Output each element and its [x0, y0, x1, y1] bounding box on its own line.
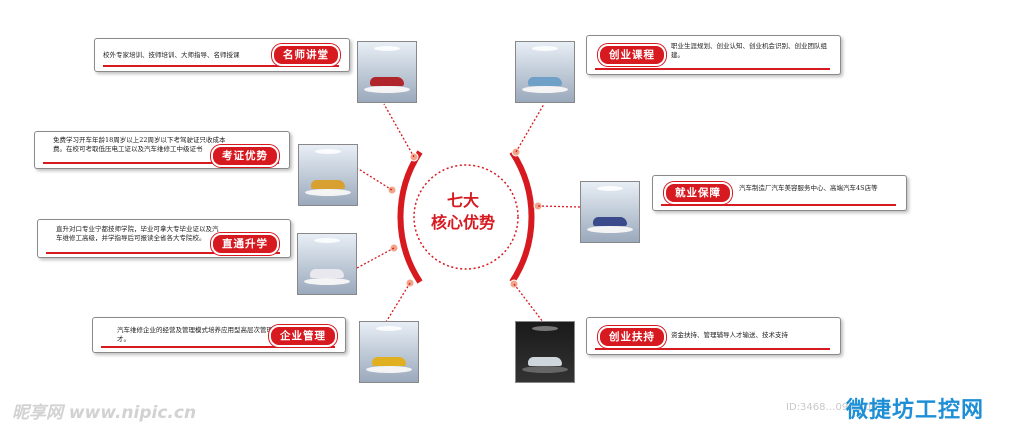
- label-zhitong: 直通升学: [211, 233, 279, 255]
- car-5: [528, 77, 562, 86]
- label-mingshi: 名师讲堂: [272, 44, 340, 66]
- left-red-arc: [397, 150, 423, 284]
- center-title-line2: 核心优势: [430, 213, 495, 232]
- label-kaozheng: 考证优势: [211, 145, 279, 167]
- watermark-right: 微捷坊工控网: [846, 398, 985, 423]
- photo-chuangye-kecheng: [515, 41, 575, 103]
- right-red-arc: [509, 150, 535, 284]
- car-2: [311, 180, 345, 189]
- label-chuangye-fuchi: 创业扶持: [598, 326, 666, 348]
- photo-qiye: [359, 321, 419, 383]
- photo-kaozheng: [298, 144, 358, 206]
- card-chuangye-kecheng-text: 职业生涯规划、创业认知、创业机会识别、创业团队组建。: [671, 42, 827, 59]
- watermark-left: 昵享网 www.nipic.cn: [12, 403, 197, 423]
- card-chuangye-fuchi-text: 资金扶持、管理辅导人才输送、技术支持: [671, 331, 788, 339]
- photo-chuangye-fuchi: [515, 321, 575, 383]
- label-chuangye-kecheng: 创业课程: [598, 44, 666, 66]
- card-mingshi-text: 校外专家培训、技师培训、大师指导、名师授课: [103, 51, 240, 59]
- car-1: [370, 77, 404, 86]
- card-zhitong-text: 直升对口专业宁都技师学院，毕业可拿大专毕业证以及汽车维修工高级，并学指导后可报读…: [56, 225, 219, 242]
- label-qiye: 企业管理: [269, 325, 337, 347]
- watermark-id: ID:3468…095…04: [786, 402, 878, 413]
- car-6: [593, 217, 627, 226]
- photo-zhitong: [297, 233, 357, 295]
- center-title: 七大 核心优势: [418, 190, 508, 234]
- inner-dotted-circle: [413, 164, 519, 270]
- center-title-line1: 七大: [446, 191, 479, 210]
- photo-jiuye: [580, 181, 640, 243]
- car-4: [372, 357, 406, 366]
- label-jiuye: 就业保障: [664, 182, 732, 204]
- car-7: [528, 357, 562, 366]
- card-kaozheng-text: 免费学习开车年龄18周岁以上22周岁以下考驾驶证只收成本费。在校可考取低压电工证…: [53, 136, 226, 153]
- car-3: [310, 269, 344, 278]
- card-mingshi: 校外专家培训、技师培训、大师指导、名师授课: [94, 38, 350, 72]
- card-qiye-text: 汽车维修企业的经营及管理模式培养应用型高层次管理人才。: [117, 326, 280, 343]
- photo-mingshi: [357, 41, 417, 103]
- card-jiuye-text: 汽车制造厂汽车美容服务中心、高端汽车4S店等: [739, 184, 878, 192]
